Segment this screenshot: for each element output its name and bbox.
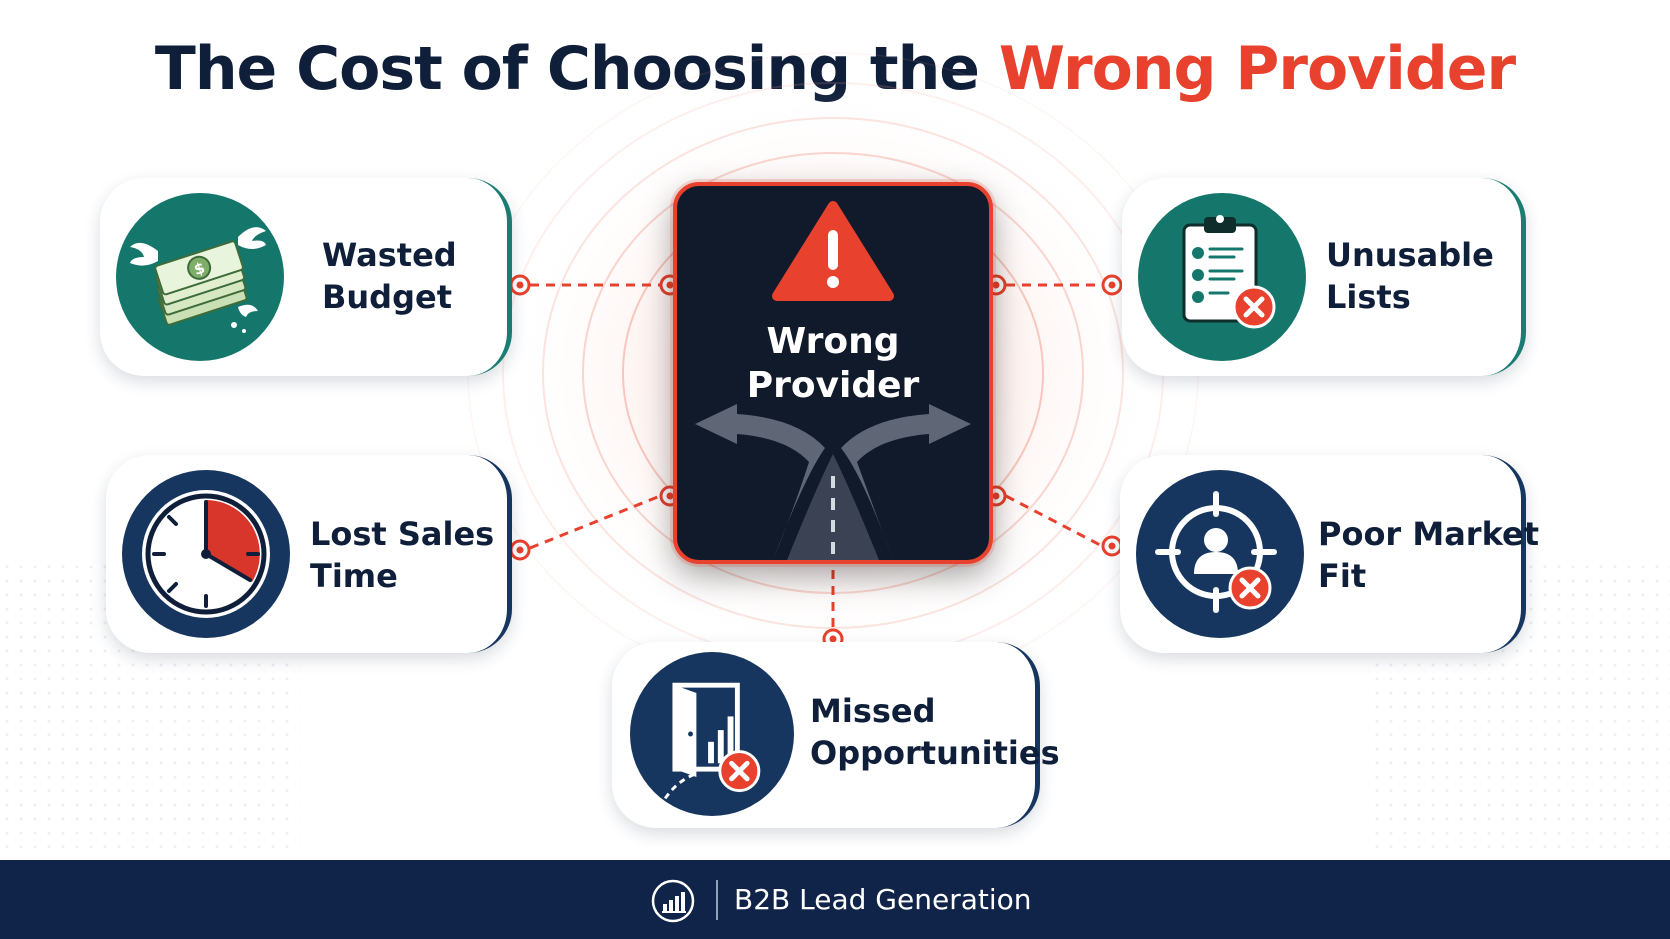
- card-label-lost-sales-time: Lost Sales Time: [310, 513, 494, 597]
- card-label-poor-market-fit: Poor Market Fit: [1318, 513, 1539, 597]
- label-line-2: Opportunities: [810, 734, 1060, 772]
- card-missed-opportunities: Missed Opportunities: [612, 642, 1060, 828]
- card-label-missed-opportunities: Missed Opportunities: [810, 690, 1060, 774]
- flying-money-icon: $: [116, 193, 284, 361]
- card-label-unusable-lists: Unusable Lists: [1326, 234, 1494, 318]
- warning-triangle-icon: [772, 201, 894, 301]
- label-line-2: Time: [310, 557, 398, 595]
- target-person-error-icon: [1136, 470, 1304, 638]
- label-line-1: Unusable: [1326, 236, 1494, 274]
- title-highlight: Wrong Provider: [998, 34, 1516, 104]
- footer-brand-text: B2B Lead Generation: [734, 883, 1032, 916]
- label-line-1: Lost Sales: [310, 515, 495, 553]
- label-line-1: Poor Market: [1318, 515, 1539, 553]
- clock-icon: [122, 470, 290, 638]
- label-line-1: Wasted: [322, 236, 457, 274]
- card-lost-sales-time: Lost Sales Time: [106, 455, 512, 653]
- center-wrong-provider: Wrong Provider: [673, 182, 993, 564]
- door-chart-error-icon: [630, 652, 794, 816]
- center-label: Wrong Provider: [677, 320, 989, 408]
- center-label-line-1: Wrong: [766, 321, 900, 362]
- card-unusable-lists: Unusable Lists: [1122, 178, 1526, 376]
- card-poor-market-fit: Poor Market Fit: [1120, 455, 1539, 653]
- card-label-wasted-budget: Wasted Budget: [322, 234, 457, 318]
- label-line-2: Budget: [322, 278, 452, 316]
- clipboard-error-icon: [1138, 193, 1306, 361]
- bar-chart-logo-icon: [651, 879, 695, 923]
- forked-road-icon: [695, 404, 971, 560]
- center-graphics: [695, 201, 971, 560]
- center-label-line-2: Provider: [746, 365, 920, 406]
- label-line-2: Fit: [1318, 557, 1367, 595]
- footer-bar: B2B Lead Generation: [0, 860, 1670, 939]
- label-line-1: Missed: [810, 692, 936, 730]
- footer-divider: [716, 880, 718, 920]
- card-wasted-budget: $ Wasted Budget: [100, 178, 512, 376]
- label-line-2: Lists: [1326, 278, 1411, 316]
